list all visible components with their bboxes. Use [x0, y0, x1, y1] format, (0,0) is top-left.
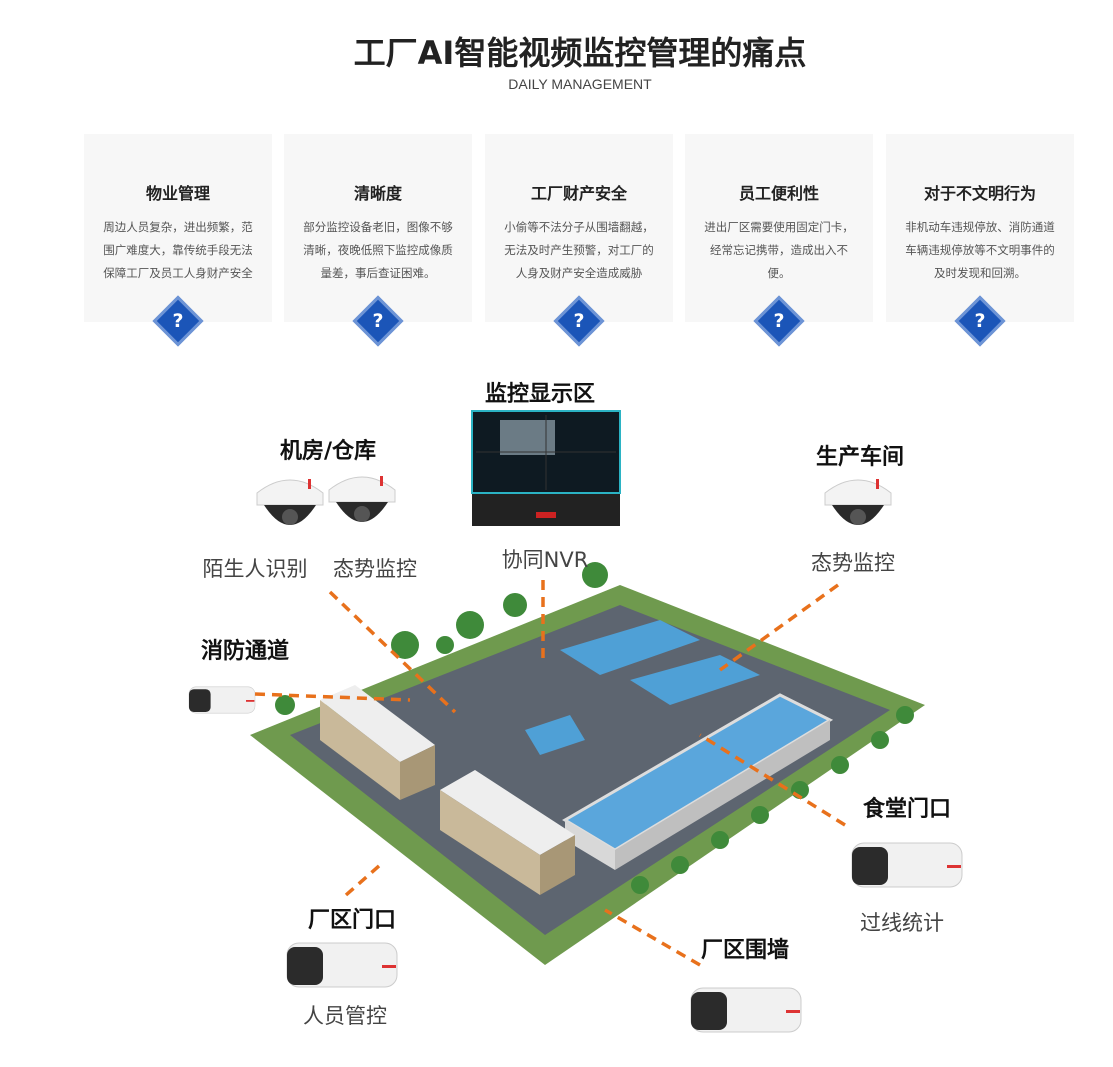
label-canteen: 食堂门口: [862, 797, 952, 822]
bullet-camera-icon: [286, 942, 398, 988]
label-nvr: 协同NVR: [501, 548, 589, 572]
label-fire-lane: 消防通道: [200, 639, 290, 664]
nvr-icon: [472, 494, 620, 526]
card-title: 物业管理: [145, 184, 210, 203]
label-gate: 厂区门口: [307, 908, 397, 933]
dome-camera-icon: [328, 475, 396, 523]
label-server-room: 机房/仓库: [279, 439, 377, 464]
page-title: 工厂AI智能视频监控管理的痛点: [353, 34, 807, 72]
pain-point-card: 员工便利性 进出厂区需要使用固定门卡，经常忘记携带，造成出入不便。 ?: [685, 134, 873, 347]
card-text: 小偷等不法分子从围墙翻越，无法及时产生预警，对工厂的人身及财产安全造成威胁: [504, 220, 654, 280]
bullet-camera-icon: [188, 686, 256, 714]
label-wall: 厂区围墙: [700, 938, 790, 963]
dome-camera-icon: [256, 478, 324, 526]
card-title: 对于不文明行为: [923, 184, 1036, 203]
arrow-lines: [254, 580, 846, 967]
dome-camera-icon: [824, 478, 892, 526]
card-text: 周边人员复杂，进出频繁，范围广难度大，靠传统手段无法保障工厂及员工人身财产安全: [103, 220, 253, 280]
label-situation-monitoring: 态势监控: [811, 551, 895, 575]
pain-point-card: 对于不文明行为 非机动车违规停放、消防通道车辆违规停放等不文明事件的及时发现和回…: [886, 134, 1074, 347]
label-stranger-recognition: 陌生人识别: [202, 557, 308, 581]
pain-point-card: 工厂财产安全 小偷等不法分子从围墙翻越，无法及时产生预警，对工厂的人身及财产安全…: [485, 134, 673, 347]
label-line-count: 过线统计: [860, 911, 944, 935]
card-title: 员工便利性: [738, 184, 819, 203]
label-personnel-control: 人员管控: [303, 1004, 387, 1028]
bullet-camera-icon: [851, 842, 963, 888]
page-subtitle: DAILY MANAGEMENT: [508, 76, 652, 92]
label-monitor-area: 监控显示区: [484, 382, 596, 407]
pain-point-card: 清晰度 部分监控设备老旧，图像不够清晰，夜晚低照下监控成像质量差，事后查证困难。…: [284, 134, 472, 347]
pain-point-card: 物业管理 周边人员复杂，进出频繁，范围广难度大，靠传统手段无法保障工厂及员工人身…: [84, 134, 272, 347]
card-text: 非机动车违规停放、消防通道车辆违规停放等不文明事件的及时发现和回溯。: [905, 220, 1055, 280]
card-title: 工厂财产安全: [530, 184, 627, 203]
card-text: 部分监控设备老旧，图像不够清晰，夜晚低照下监控成像质量差，事后查证困难。: [303, 220, 453, 280]
card-text: 进出厂区需要使用固定门卡，经常忘记携带，造成出入不便。: [704, 220, 854, 280]
label-situation-monitoring: 态势监控: [333, 557, 417, 581]
label-workshop: 生产车间: [815, 445, 905, 470]
bullet-camera-icon: [690, 987, 802, 1033]
card-title: 清晰度: [353, 184, 402, 203]
